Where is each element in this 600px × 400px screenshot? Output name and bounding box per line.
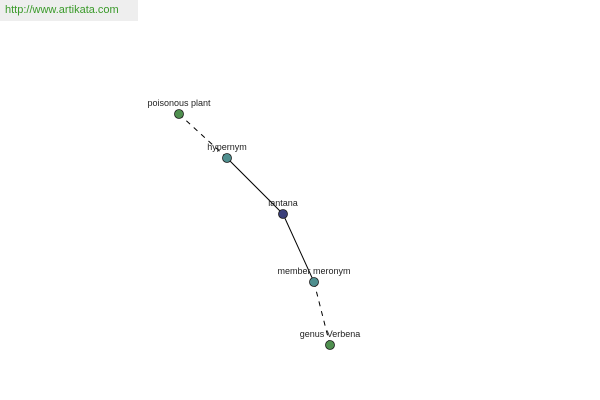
node-marker-lantana[interactable] — [278, 209, 288, 219]
edge-lantana-to-member-meronym — [282, 213, 315, 283]
node-label-lantana: lantana — [268, 198, 298, 208]
site-url-link[interactable]: http://www.artikata.com — [0, 0, 138, 21]
node-member-meronym[interactable]: member meronym — [277, 266, 351, 287]
node-marker-member-meronym[interactable] — [309, 277, 319, 287]
edge-member-meronym-to-genus-verbena — [313, 281, 331, 346]
node-label-member-meronym: member meronym — [277, 266, 350, 276]
graph-edges — [178, 113, 331, 346]
node-label-hypernym: hypernym — [207, 142, 247, 152]
node-hypernym[interactable]: hypernym — [207, 142, 247, 163]
node-genus-verbena[interactable]: genus Verbena — [300, 329, 361, 350]
edge-hypernym-to-lantana — [226, 157, 284, 215]
node-lantana[interactable]: lantana — [268, 198, 298, 219]
node-label-genus-verbena: genus Verbena — [300, 329, 361, 339]
node-marker-poisonous-plant[interactable] — [174, 109, 184, 119]
node-poisonous-plant[interactable]: poisonous plant — [147, 98, 211, 119]
edge-poisonous-plant-to-hypernym — [178, 113, 228, 159]
node-marker-genus-verbena[interactable] — [325, 340, 335, 350]
node-label-poisonous-plant: poisonous plant — [147, 98, 211, 108]
node-marker-hypernym[interactable] — [222, 153, 232, 163]
graph-nodes: poisonous plant hypernym lantana member mer… — [147, 98, 360, 350]
